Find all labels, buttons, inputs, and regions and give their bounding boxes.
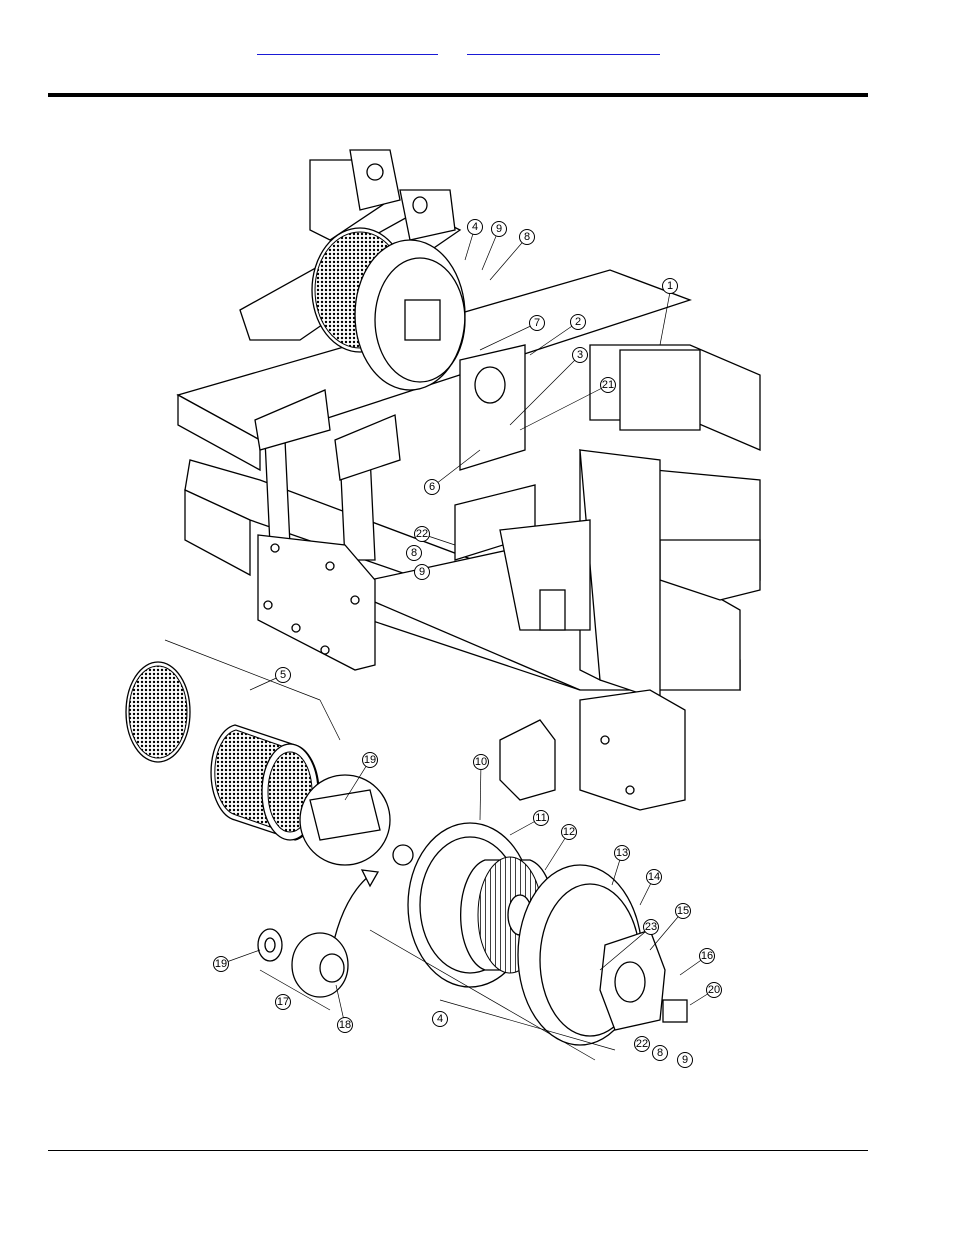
svg-text:11: 11 (535, 812, 546, 824)
callout-19: 19 (362, 752, 378, 768)
svg-text:22: 22 (636, 1038, 648, 1050)
footer-rule (48, 1150, 868, 1151)
svg-text:17: 17 (277, 996, 289, 1008)
callout-3: 3 (572, 347, 588, 363)
callout-8: 8 (519, 229, 535, 245)
callout-22b: 22 (634, 1036, 650, 1052)
svg-text:4: 4 (472, 221, 478, 233)
callout-11: 11 (533, 810, 549, 826)
callout-18: 18 (337, 1017, 353, 1033)
callout-14: 14 (646, 869, 662, 885)
svg-text:16: 16 (701, 950, 713, 962)
callout-16: 16 (699, 948, 715, 964)
callout-2: 2 (570, 314, 586, 330)
svg-text:19: 19 (215, 958, 227, 970)
svg-text:8: 8 (524, 231, 530, 243)
svg-text:12: 12 (563, 826, 575, 838)
svg-text:13: 13 (616, 847, 628, 859)
header-link-right[interactable] (467, 40, 660, 55)
callout-21: 21 (600, 377, 616, 393)
callout-12: 12 (561, 824, 577, 840)
callout-19b: 19 (213, 956, 229, 972)
header-link-left[interactable] (257, 40, 438, 55)
svg-text:4: 4 (437, 1013, 443, 1025)
callout-9c: 9 (677, 1052, 693, 1068)
callout-6: 6 (424, 479, 440, 495)
svg-text:9: 9 (496, 223, 502, 235)
svg-text:9: 9 (419, 566, 425, 578)
svg-text:23: 23 (645, 921, 657, 933)
callout-9: 9 (491, 221, 507, 237)
callout-23: 23 (643, 919, 659, 935)
callout-1: 1 (662, 278, 678, 294)
exploded-parts (125, 639, 688, 1061)
callout-22: 22 (414, 526, 430, 542)
callout-9b: 9 (414, 564, 430, 580)
svg-text:3: 3 (577, 349, 583, 361)
callout-8c: 8 (652, 1045, 668, 1061)
svg-text:7: 7 (534, 317, 540, 329)
callout-5: 5 (275, 667, 291, 683)
mounted-fan-assembly (311, 227, 591, 631)
callout-4: 4 (467, 219, 483, 235)
callout-10: 10 (473, 754, 489, 770)
svg-text:15: 15 (677, 905, 689, 917)
svg-text:14: 14 (648, 871, 660, 883)
callout-7: 7 (529, 315, 545, 331)
svg-text:22: 22 (416, 528, 428, 540)
callout-8b: 8 (406, 545, 422, 561)
svg-text:20: 20 (708, 984, 720, 996)
svg-text:6: 6 (429, 481, 435, 493)
svg-text:8: 8 (657, 1047, 663, 1059)
svg-text:1: 1 (667, 280, 673, 292)
callout-4b: 4 (432, 1011, 448, 1027)
svg-text:10: 10 (475, 756, 487, 768)
svg-text:5: 5 (280, 669, 286, 681)
svg-text:9: 9 (682, 1054, 688, 1066)
callout-15: 15 (675, 903, 691, 919)
callout-17: 17 (275, 994, 291, 1010)
callout-13: 13 (614, 845, 630, 861)
brackets (254, 389, 686, 811)
svg-text:2: 2 (575, 316, 581, 328)
header-rule (48, 93, 868, 97)
svg-text:18: 18 (339, 1019, 351, 1031)
svg-text:8: 8 (411, 547, 417, 559)
callout-20: 20 (706, 982, 722, 998)
svg-text:21: 21 (602, 379, 614, 391)
svg-text:19: 19 (364, 754, 376, 766)
